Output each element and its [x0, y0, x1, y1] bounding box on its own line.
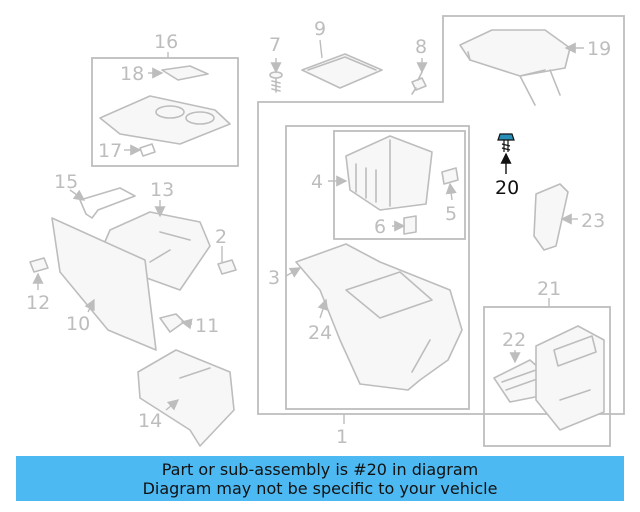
- assembly-3-frame: [285, 125, 470, 410]
- callout-17: 17: [98, 140, 122, 162]
- callout-23: 23: [581, 210, 605, 232]
- callout-4: 4: [311, 171, 323, 193]
- part-21-rear-panel: [535, 325, 605, 431]
- info-banner: Part or sub-assembly is #20 in diagram D…: [16, 456, 624, 501]
- part-19-armrest-lid: [459, 29, 571, 106]
- part-3-console-body: [295, 243, 463, 391]
- part-17-cupholder: [99, 95, 231, 157]
- callout-12: 12: [26, 292, 50, 314]
- leader-15: [69, 189, 86, 201]
- callout-5: 5: [445, 203, 457, 225]
- part-20-fastener: [497, 133, 515, 152]
- part-15-bracket: [79, 187, 136, 219]
- banner-line-part-number: Part or sub-assembly is #20 in diagram: [161, 459, 479, 479]
- leader-3: [285, 267, 302, 278]
- assembly-21-frame: [483, 306, 611, 447]
- part-11-clip: [159, 313, 185, 333]
- part-2-bolt: [217, 259, 237, 275]
- part-9-pad: [301, 53, 383, 89]
- banner-line-disclaimer: Diagram may not be specific to your vehi…: [142, 478, 498, 498]
- part-18-cupholder-mat: [161, 65, 209, 81]
- part-23-vent-duct: [533, 183, 569, 251]
- callout-13: 13: [150, 179, 174, 201]
- callout-9: 9: [314, 18, 326, 40]
- callout-21: 21: [537, 278, 561, 300]
- part-12-bolt: [29, 257, 49, 273]
- callout-8: 8: [415, 36, 427, 58]
- callout-11: 11: [195, 315, 219, 337]
- part-6-clip: [403, 215, 417, 235]
- leader-11: [180, 318, 193, 330]
- callout-10: 10: [66, 313, 90, 335]
- callout-19: 19: [587, 38, 611, 60]
- callout-3: 3: [268, 267, 280, 289]
- part-7-screw: [269, 71, 283, 93]
- assembly-16-frame: [91, 57, 239, 167]
- callout-7: 7: [269, 34, 281, 56]
- leader-9: [319, 39, 323, 59]
- callout-20: 20: [495, 177, 519, 199]
- callout-1: 1: [336, 426, 348, 448]
- callout-6: 6: [374, 216, 386, 238]
- leader-5: [445, 182, 457, 201]
- callout-14: 14: [138, 410, 162, 432]
- part-10-side-panel: [51, 217, 157, 351]
- callout-18: 18: [120, 63, 144, 85]
- part-8-bolt: [411, 71, 427, 95]
- assembly-1-frame: [257, 15, 625, 415]
- part-5-clip: [441, 167, 459, 185]
- leader-10: [84, 298, 95, 313]
- callout-2: 2: [215, 226, 227, 248]
- callout-15: 15: [54, 171, 78, 193]
- part-4-storage-bin: [345, 135, 433, 211]
- leader-24: [317, 298, 329, 319]
- callout-24: 24: [308, 322, 332, 344]
- part-14-lower-panel: [137, 349, 235, 447]
- assembly-4-frame: [333, 130, 466, 240]
- callout-22: 22: [502, 329, 526, 351]
- callout-16: 16: [154, 31, 178, 53]
- leader-14: [165, 399, 180, 411]
